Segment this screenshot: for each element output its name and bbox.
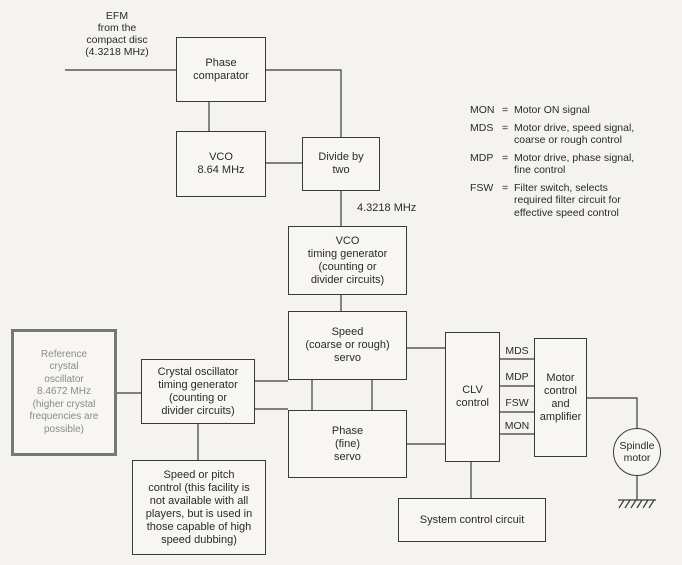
- legend-abbr: MDS: [470, 121, 494, 134]
- legend-abbr: MON: [470, 104, 495, 116]
- signal-mds-label: MDS: [505, 345, 529, 357]
- legend-equals: =: [502, 121, 509, 134]
- legend-text: Motor ON signal: [514, 104, 590, 116]
- legend-row: FSW = Filter switch, selects required fi…: [470, 182, 682, 220]
- legend-row: MDP = Motor drive, phase signal, fine co…: [470, 152, 682, 177]
- frequency-label: 4.3218 MHz: [357, 202, 417, 214]
- system-control-block: System control circuit: [398, 498, 546, 542]
- legend-equals: =: [502, 104, 509, 116]
- speed-servo-block: Speed (coarse or rough) servo: [288, 311, 407, 380]
- signal-fsw-label: FSW: [505, 397, 529, 409]
- signal-mon-label: MON: [504, 420, 530, 432]
- legend-row: MON = Motor ON signal: [470, 104, 682, 117]
- legend-text: Motor drive, speed signal, coarse or rou…: [514, 121, 635, 147]
- legend: MON = Motor ON signal MDS = Motor drive,…: [470, 104, 682, 224]
- speed-pitch-control-block: Speed or pitch control (this facility is…: [132, 460, 266, 555]
- line-phasecomp-divide: [266, 69, 342, 137]
- clv-control-block: CLV control: [445, 332, 500, 462]
- legend-text: Filter switch, selects required filter c…: [514, 181, 621, 219]
- legend-equals: =: [502, 181, 509, 194]
- phase-servo-block: Phase (fine) servo: [288, 410, 407, 478]
- divide-by-two-block: Divide by two: [302, 137, 380, 191]
- legend-text: Motor drive, phase signal, fine control: [514, 151, 635, 177]
- vco-block: VCO 8.64 MHz: [176, 131, 266, 197]
- legend-abbr: FSW: [470, 181, 494, 194]
- efm-source-label: EFM from the compact disc (4.3218 MHz): [85, 10, 149, 58]
- motor-control-amplifier-block: Motor control and amplifier: [534, 338, 587, 457]
- phase-comparator-block: Phase comparator: [176, 37, 266, 102]
- legend-abbr: MDP: [470, 151, 494, 164]
- legend-row: MDS = Motor drive, speed signal, coarse …: [470, 122, 682, 147]
- crystal-timing-generator-block: Crystal oscillator timing generator (cou…: [141, 359, 255, 424]
- spindle-motor: Spindle motor: [613, 428, 661, 476]
- vco-timing-generator-block: VCO timing generator (counting or divide…: [288, 226, 407, 295]
- reference-oscillator-block: Reference crystal oscillator 8.4672 MHz …: [11, 329, 117, 456]
- legend-equals: =: [502, 151, 509, 164]
- signal-mdp-label: MDP: [505, 371, 529, 383]
- line-amp-spindle: [587, 397, 638, 428]
